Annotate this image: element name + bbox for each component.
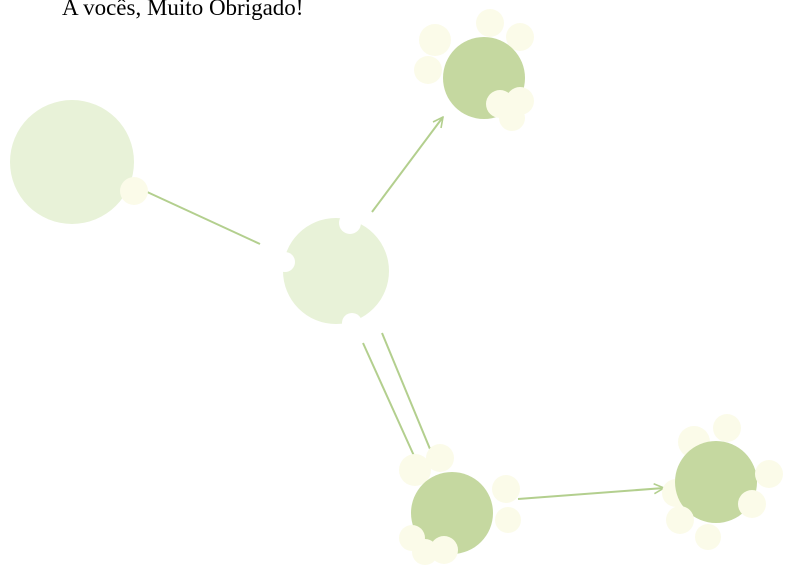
atom-center	[275, 212, 389, 333]
bond-left-to-center	[144, 190, 261, 245]
arrow-bottom-to-right	[517, 488, 664, 500]
atom-center-lobe-bottom	[342, 313, 362, 333]
atom-center-lobe-top	[339, 212, 361, 234]
atom-right	[662, 414, 783, 550]
atom-left	[10, 100, 148, 224]
double-bond-line-1	[362, 342, 416, 459]
slide-title: A vocês, Muito Obrigado!	[62, 0, 304, 20]
arrow-center-to-top	[371, 117, 443, 213]
double-bond-line-2	[381, 332, 431, 450]
atom-bottom	[399, 444, 521, 565]
atom-top	[414, 9, 534, 131]
atom-center-lobe-left	[275, 252, 295, 272]
atom-left-lobe	[120, 177, 148, 205]
